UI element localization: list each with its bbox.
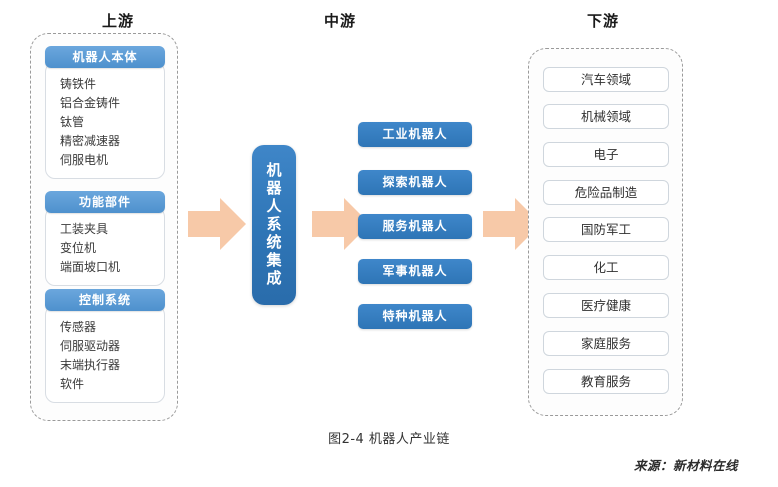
arrow-right-icon-midstream-to-downstream	[483, 198, 541, 254]
list-item: 伺服电机	[60, 153, 109, 167]
upstream-container: 机器人本体 铸铁件 铝合金铸件 钛管 精密减速器 伺服电机 功能部件 工装夹具 …	[30, 33, 178, 421]
list-item: 铝合金铸件	[60, 96, 121, 110]
robot-type-military: 军事机器人	[358, 259, 472, 284]
downstream-field-medical: 医疗健康	[543, 293, 669, 318]
list-item: 精密减速器	[60, 134, 121, 148]
downstream-field-machinery: 机械领域	[543, 104, 669, 129]
downstream-field-defense: 国防军工	[543, 217, 669, 242]
downstream-field-chemical: 化工	[543, 255, 669, 280]
list-item: 传感器	[60, 320, 97, 334]
group-title-control: 控制系统	[45, 289, 165, 311]
column-header-upstream: 上游	[101, 12, 134, 30]
integration-block: 机器人系统集成	[252, 145, 296, 305]
upstream-group-body: 机器人本体 铸铁件 铝合金铸件 钛管 精密减速器 伺服电机	[45, 46, 165, 179]
column-header-midstream: 中游	[323, 12, 356, 30]
group-card-body: 铸铁件 铝合金铸件 钛管 精密减速器 伺服电机	[45, 62, 165, 179]
group-card-functional: 工装夹具 变位机 端面坡口机	[45, 207, 165, 286]
list-item: 变位机	[60, 241, 97, 255]
list-item: 软件	[60, 377, 85, 391]
downstream-field-electronics: 电子	[543, 142, 669, 167]
list-item: 钛管	[60, 115, 85, 129]
list-item: 端面坡口机	[60, 260, 121, 274]
list-item: 伺服驱动器	[60, 339, 121, 353]
robot-type-service: 服务机器人	[358, 214, 472, 239]
arrow-right-icon-upstream-to-midstream	[188, 198, 246, 254]
downstream-field-hazardous: 危险品制造	[543, 180, 669, 205]
group-title-functional: 功能部件	[45, 191, 165, 213]
group-card-control: 传感器 伺服驱动器 末端执行器 软件	[45, 305, 165, 403]
downstream-field-automotive: 汽车领域	[543, 67, 669, 92]
arrow-right-icon-integration-to-types	[312, 198, 370, 254]
robot-type-industrial: 工业机器人	[358, 122, 472, 147]
upstream-group-functional: 功能部件 工装夹具 变位机 端面坡口机	[45, 191, 165, 286]
figure-source: 来源：新材料在线	[633, 458, 738, 473]
list-item: 铸铁件	[60, 77, 97, 91]
figure-caption: 图2-4 机器人产业链	[328, 432, 450, 447]
group-title-body: 机器人本体	[45, 46, 165, 68]
robot-type-special: 特种机器人	[358, 304, 472, 329]
downstream-field-household: 家庭服务	[543, 331, 669, 356]
upstream-group-control: 控制系统 传感器 伺服驱动器 末端执行器 软件	[45, 289, 165, 403]
downstream-field-education: 教育服务	[543, 369, 669, 394]
list-item: 工装夹具	[60, 222, 109, 236]
column-header-downstream: 下游	[586, 12, 619, 30]
list-item: 末端执行器	[60, 358, 121, 372]
robot-type-exploration: 探索机器人	[358, 170, 472, 195]
